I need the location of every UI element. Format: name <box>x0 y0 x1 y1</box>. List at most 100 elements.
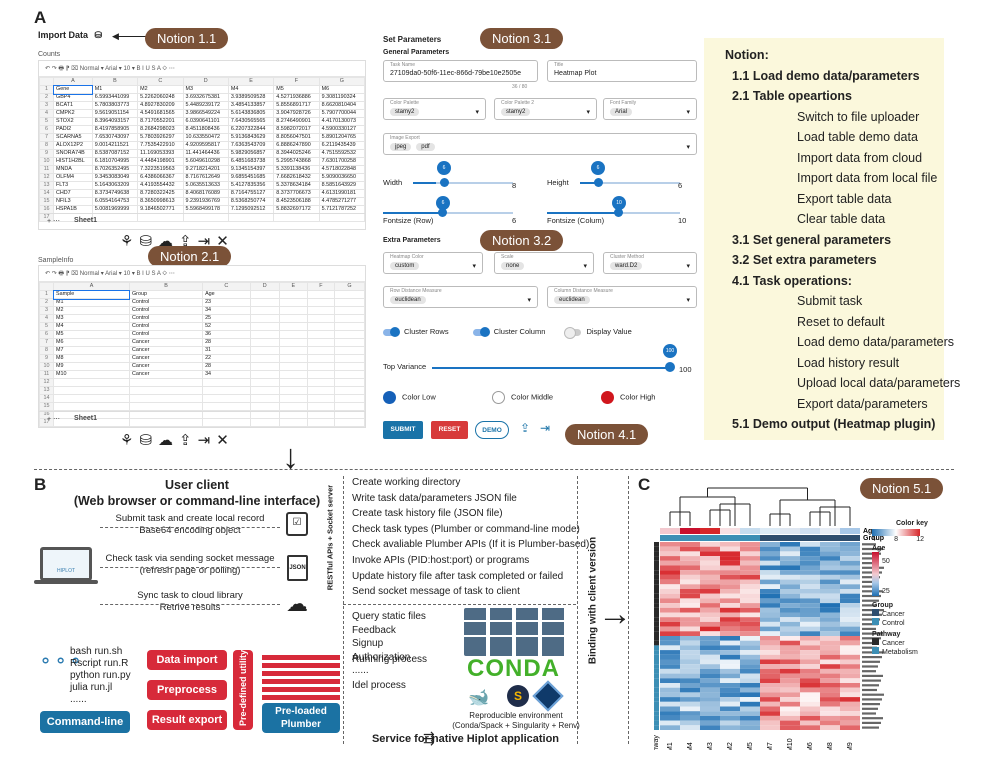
row-number[interactable]: 1 <box>39 290 54 299</box>
table-cell[interactable] <box>278 346 308 355</box>
font-family-select[interactable]: Font Family Arial ▾ <box>603 98 697 120</box>
table-cell[interactable]: FLT3 <box>53 181 93 190</box>
table-cell[interactable]: OLFM4 <box>53 173 93 182</box>
table-cell[interactable]: 34 <box>202 370 251 379</box>
color-palette-2-select[interactable]: Color Palette 2 stamy2 ▾ <box>494 98 597 120</box>
table-cell[interactable] <box>306 330 335 339</box>
table-cell[interactable] <box>278 354 308 363</box>
table-cell[interactable]: 7.6363543709 <box>227 141 275 150</box>
table-cell[interactable]: M3 <box>182 85 229 94</box>
top-variance-handle[interactable] <box>665 362 675 372</box>
table-cell[interactable] <box>128 402 204 411</box>
table-cell[interactable] <box>278 298 308 307</box>
row-number[interactable]: 6 <box>39 330 54 339</box>
submit-button[interactable]: SUBMIT <box>383 421 423 439</box>
row-number[interactable]: 7 <box>39 338 54 347</box>
width-slider-knob[interactable]: 6 <box>437 161 451 175</box>
table-cell[interactable]: HIST1H2BL <box>53 157 93 166</box>
table-cell[interactable]: 5.6143836805 <box>227 109 275 118</box>
table-cell[interactable]: Control <box>128 322 204 331</box>
table-cell[interactable] <box>278 394 308 403</box>
table-cell[interactable]: 36 <box>202 330 251 339</box>
table-cell[interactable]: 5.0635513633 <box>182 181 229 190</box>
table-cell[interactable]: 8.4068176089 <box>182 189 229 198</box>
table-cell[interactable]: M2 <box>137 85 184 94</box>
color-middle-picker[interactable]: Color Middle <box>492 391 553 404</box>
table-cell[interactable]: 8.8056047501 <box>273 133 320 142</box>
column-header[interactable]: E <box>227 77 275 86</box>
table-cell[interactable]: BCAT1 <box>53 101 93 110</box>
column-header[interactable]: C <box>137 77 184 86</box>
table-cell[interactable]: 6.0390641101 <box>182 117 229 126</box>
table-cell[interactable]: 5.7907700044 <box>318 109 366 118</box>
table-cell[interactable]: 8.4197858905 <box>91 125 139 134</box>
table-cell[interactable]: 7.6530743097 <box>91 133 139 142</box>
table-cell[interactable]: NFIL3 <box>53 197 93 206</box>
table-cell[interactable] <box>306 314 335 323</box>
table-cell[interactable]: 5.2262060248 <box>137 93 184 102</box>
table-cell[interactable] <box>333 290 366 299</box>
row-number[interactable]: 3 <box>39 101 54 110</box>
task-name-field[interactable]: Task Name 27109da0-50f6-11ec-866d-79be10… <box>383 60 538 82</box>
column-distance-select[interactable]: Column Distance Measure euclidean ▾ <box>547 286 697 308</box>
row-number[interactable]: 9 <box>39 149 54 158</box>
table-cell[interactable]: 8.2684298023 <box>137 125 184 134</box>
color-middle-swatch[interactable] <box>492 391 505 404</box>
table-cell[interactable]: MNDA <box>53 165 93 174</box>
table-cell[interactable] <box>333 314 366 323</box>
column-header[interactable]: B <box>128 282 204 291</box>
table-cell[interactable]: SNORA74B <box>53 149 93 158</box>
table-cell[interactable]: 7.6682618432 <box>273 173 320 182</box>
table-cell[interactable]: 9.1345154397 <box>227 165 275 174</box>
cluster-column-toggle[interactable] <box>472 326 490 337</box>
switch-uploader-icon[interactable]: ⚘ <box>120 233 140 250</box>
table-cell[interactable]: 8.5387087152 <box>91 149 139 158</box>
row-number[interactable]: 3 <box>39 306 54 315</box>
table-cell[interactable]: M10 <box>53 370 130 379</box>
table-cell[interactable] <box>249 322 280 331</box>
table-cell[interactable]: 8.7167612649 <box>182 173 229 182</box>
sampleinfo-toolbar[interactable]: ↶ ↷ 🖶 ⁋ ⌧ Normal ▾ Arial ▾ 10 ▾ B I U S … <box>39 266 365 282</box>
table-cell[interactable] <box>249 402 280 411</box>
table-cell[interactable]: 8.3737706673 <box>273 189 320 198</box>
row-number[interactable]: 15 <box>39 402 54 411</box>
table-row[interactable]: 12 <box>39 378 366 387</box>
table-cell[interactable]: 5.3391138436 <box>273 165 320 174</box>
table-cell[interactable]: 8.4511808436 <box>182 125 229 134</box>
table-cell[interactable]: 4.6131990181 <box>318 189 366 198</box>
table-cell[interactable]: 52 <box>202 322 251 331</box>
table-cell[interactable]: 5.2995743868 <box>273 157 320 166</box>
table-cell[interactable] <box>333 298 366 307</box>
sampleinfo-sheet[interactable]: ↶ ↷ 🖶 ⁋ ⌧ Normal ▾ Arial ▾ 10 ▾ B I U S … <box>38 265 366 428</box>
color-low-picker[interactable]: Color Low <box>383 391 436 404</box>
row-number[interactable]: 13 <box>39 181 54 190</box>
table-cell[interactable]: M6 <box>318 85 366 94</box>
table-cell[interactable] <box>249 394 280 403</box>
scale-select[interactable]: Scale none ▾ <box>494 252 594 274</box>
table-cell[interactable] <box>278 386 308 395</box>
column-header[interactable]: E <box>278 282 308 291</box>
table-cell[interactable]: Age <box>202 290 251 299</box>
color-palette-select[interactable]: Color Palette stamy2 ▾ <box>383 98 486 120</box>
table-cell[interactable]: 8.7170552201 <box>137 117 184 126</box>
table-cell[interactable]: 5.8901204765 <box>318 133 366 142</box>
table-cell[interactable]: ALOX12P2 <box>53 141 93 150</box>
table-cell[interactable]: M5 <box>273 85 320 94</box>
height-slider[interactable] <box>580 182 680 184</box>
table-cell[interactable]: Control <box>128 330 204 339</box>
table-cell[interactable] <box>128 418 204 427</box>
table-cell[interactable]: 5.1643063209 <box>91 181 139 190</box>
table-cell[interactable]: 4.5271936886 <box>273 93 320 102</box>
row-number[interactable]: 15 <box>39 197 54 206</box>
table-cell[interactable]: 9.3453083049 <box>91 173 139 182</box>
table-cell[interactable] <box>333 362 366 371</box>
